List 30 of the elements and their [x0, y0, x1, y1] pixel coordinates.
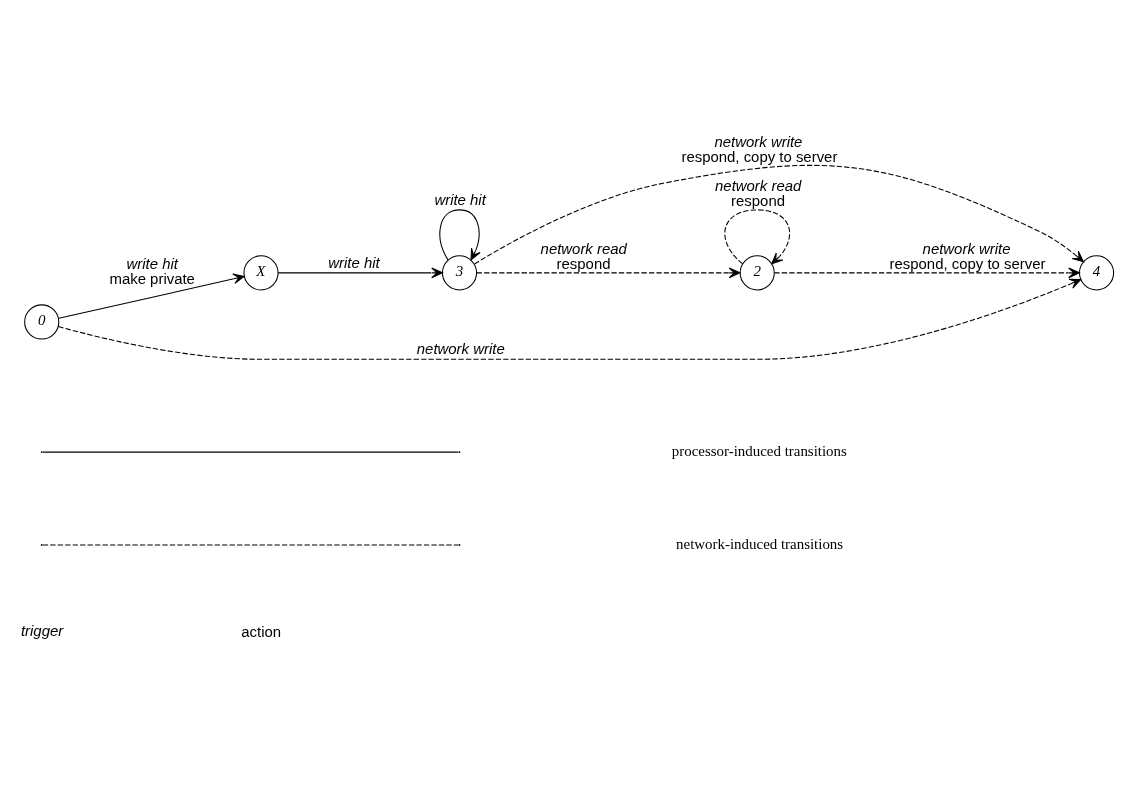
edge-label: write hit: [126, 254, 178, 272]
edge-label: network write: [416, 339, 505, 357]
edge-label: network write: [714, 132, 803, 150]
edge-label: respond, copy to server: [681, 147, 838, 165]
node-circle: 2: [739, 254, 775, 290]
legend-label: processor-induced transitions: [671, 442, 847, 459]
arrow: [774, 267, 1080, 278]
node-circle: 0: [24, 303, 60, 340]
edge-label: make private: [109, 269, 195, 287]
node-circle: X: [243, 254, 279, 290]
arrow: [474, 164, 1084, 264]
edge-label: network write: [922, 239, 1011, 257]
arrow: [277, 267, 443, 278]
arrow: [724, 208, 791, 264]
edge-label: write hit: [434, 190, 486, 208]
arrow: [439, 208, 481, 260]
label: action: [241, 622, 282, 640]
edge-label: network read: [540, 239, 627, 257]
node-circle: 3: [441, 254, 478, 290]
edge-label: respond: [731, 191, 785, 209]
arrow: [476, 267, 741, 278]
node-circle: 4: [1078, 254, 1115, 290]
edge-label: respond: [556, 254, 611, 272]
label: trigger: [20, 621, 64, 639]
legend-label: network-induced transitions: [676, 535, 844, 552]
edge-label: network read: [715, 176, 802, 194]
edge-label: respond, copy to server: [889, 254, 1046, 272]
arrow: [57, 278, 1082, 360]
edge-label: write hit: [328, 253, 380, 271]
arrow: [58, 273, 245, 319]
